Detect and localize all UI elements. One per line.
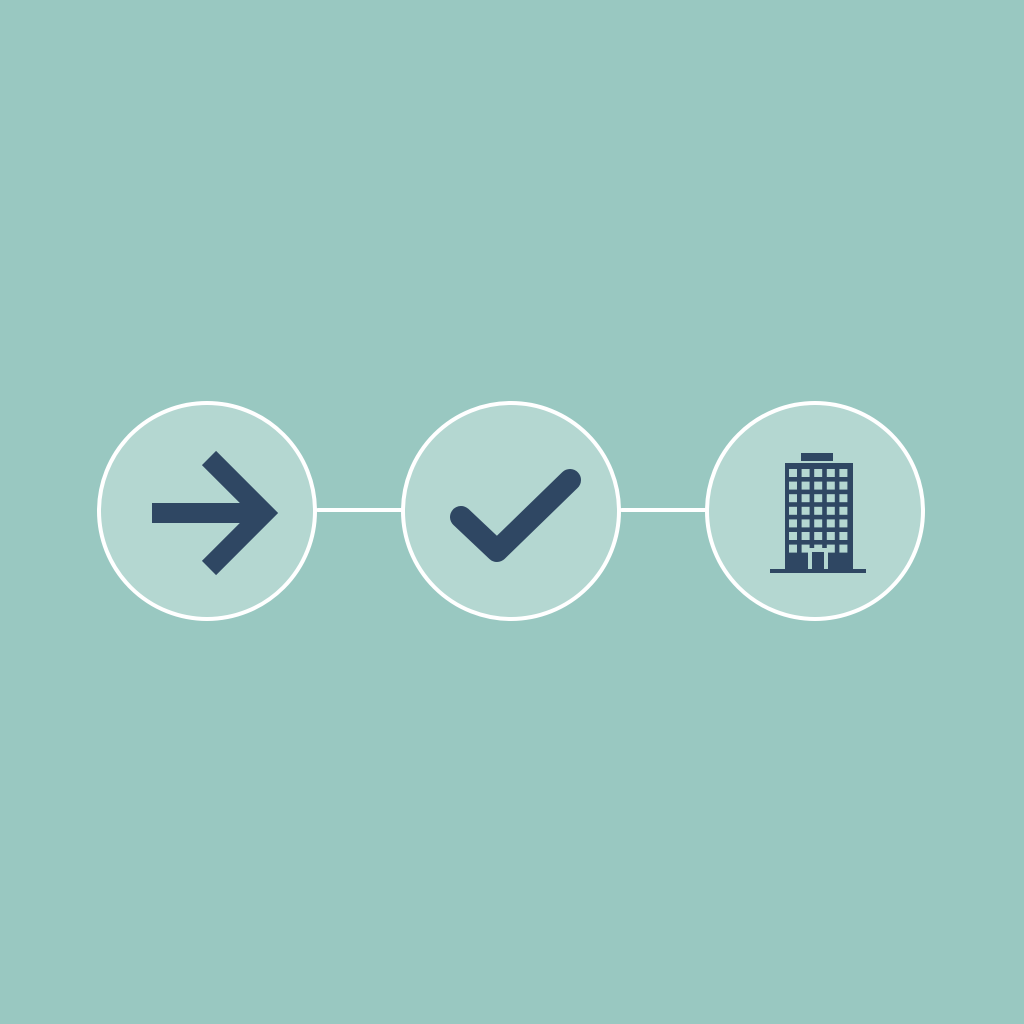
building-window bbox=[801, 494, 810, 503]
building-window bbox=[826, 506, 835, 515]
building-window bbox=[789, 519, 797, 528]
building-window bbox=[789, 506, 797, 515]
connector-line-1 bbox=[316, 508, 404, 512]
building-window bbox=[839, 519, 848, 528]
building-window bbox=[839, 532, 848, 540]
building-window bbox=[801, 519, 810, 528]
building-window bbox=[839, 494, 848, 503]
connector-line-2 bbox=[620, 508, 708, 512]
building-window bbox=[789, 532, 797, 540]
building-window bbox=[839, 506, 848, 515]
building-window bbox=[801, 469, 810, 477]
building-window bbox=[801, 506, 810, 515]
building-window bbox=[789, 544, 797, 553]
building-window bbox=[814, 481, 823, 490]
building-window bbox=[839, 469, 848, 477]
building-window bbox=[814, 506, 823, 515]
building-window bbox=[801, 532, 810, 540]
building-window bbox=[814, 494, 823, 503]
building-window bbox=[826, 532, 835, 540]
building-window bbox=[826, 469, 835, 477]
building-window bbox=[789, 469, 797, 477]
step-node-3 bbox=[705, 401, 925, 621]
building-window bbox=[826, 481, 835, 490]
step-node-1 bbox=[97, 401, 317, 621]
building-base bbox=[770, 569, 866, 573]
arrow-right-icon bbox=[152, 450, 279, 576]
building-window bbox=[789, 481, 797, 490]
building-door-inner bbox=[812, 552, 824, 569]
checkmark-icon bbox=[450, 469, 581, 562]
building-window bbox=[814, 532, 823, 540]
building-window bbox=[801, 481, 810, 490]
building-window bbox=[801, 544, 810, 553]
building-window bbox=[814, 519, 823, 528]
building-window bbox=[839, 481, 848, 490]
building-window bbox=[789, 494, 797, 503]
building-window bbox=[814, 469, 823, 477]
step-node-2 bbox=[401, 401, 621, 621]
building-window bbox=[826, 494, 835, 503]
building-roof bbox=[801, 453, 833, 461]
building-window bbox=[826, 544, 835, 553]
building-window bbox=[826, 519, 835, 528]
building-window bbox=[839, 544, 848, 553]
office-building-icon bbox=[770, 453, 866, 573]
